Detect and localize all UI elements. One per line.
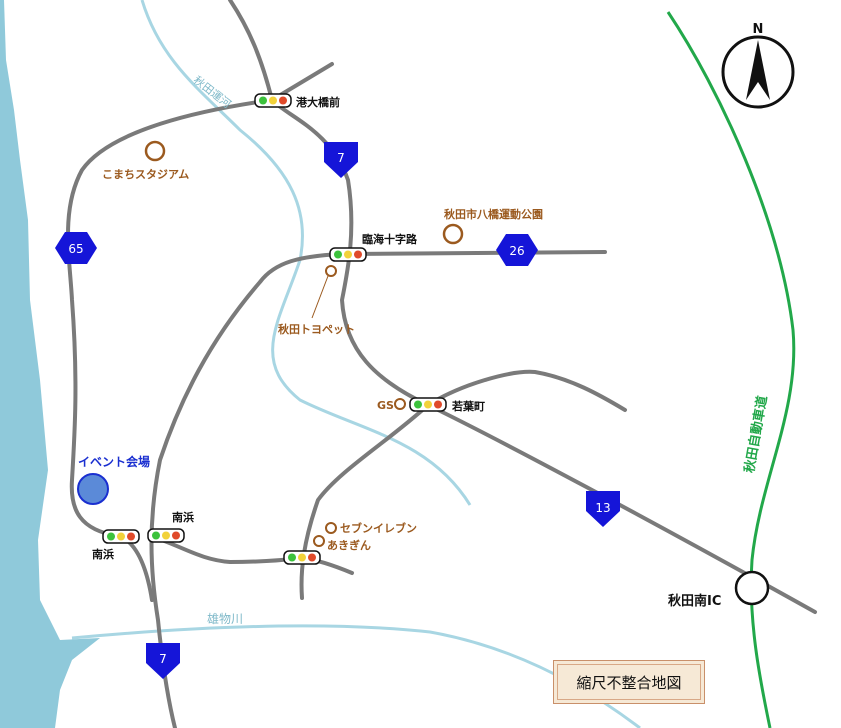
compass-rose: N [721,22,795,109]
toyopet-marker [325,265,337,277]
intersection-label-minamihama-west: 南浜 [92,547,114,561]
svg-text:65: 65 [68,242,83,256]
traffic-signal-icon [254,93,292,108]
svg-text:7: 7 [159,652,167,666]
park-label: 秋田市八橋運動公園 [444,207,543,221]
minamihama-link-road [148,534,354,575]
north-arrow-icon [746,40,770,100]
toyopet-leader-line [311,275,329,319]
traffic-signal-icon [329,247,367,262]
interchange-label: 秋田南IC [668,593,721,609]
intersection-label-wakaba: 若葉町 [452,399,485,413]
route-26-road [346,250,607,256]
traffic-signal-icon [283,550,321,565]
gs-label: GS [377,399,394,412]
route-shield-7-south: 7 [146,643,180,679]
route-shield-65: 65 [55,232,97,264]
venue-label: イベント会場 [78,454,150,469]
park-marker [442,223,464,245]
traffic-signal-icon [147,528,185,543]
wakaba-southwest-road [299,403,430,600]
akigin-marker [313,535,325,547]
route-shield-13: 13 [586,491,620,527]
traffic-signal-icon [409,397,447,412]
map-note-label: 縮尺不整合地図 [576,673,682,692]
svg-text:7: 7 [337,151,345,165]
sea-area [0,0,100,728]
traffic-signal-icon [102,529,140,544]
route-shield-26: 26 [496,234,538,266]
stadium-label: こまちスタジアム [102,168,189,181]
road-network [66,0,817,728]
intersection-label-minato: 港大橋前 [296,95,340,109]
venue-marker[interactable] [77,473,109,505]
compass-label: N [753,22,764,37]
expressway-line [666,11,796,728]
route-13-road [118,534,154,602]
seven-eleven-marker [325,522,337,534]
wakaba-east-road [426,369,627,412]
seven-eleven-label: セブンイレブン [340,521,417,535]
stadium-marker [144,140,166,162]
gs-marker [394,398,406,410]
svg-text:26: 26 [509,244,524,258]
route-7-road [228,0,817,614]
map-note-box: 縮尺不整合地図 [553,660,705,704]
akigin-label: あきぎん [327,538,371,552]
intersection-label-minamihama-east: 南浜 [172,510,194,524]
svg-text:13: 13 [595,501,610,515]
intersection-label-rinkai: 臨海十字路 [362,232,418,246]
route-65-road [66,98,274,538]
expressway-label: 秋田自動車道 [741,395,770,475]
toyopet-label: 秋田トヨペット [278,322,355,336]
river-label: 雄物川 [207,611,243,626]
interchange-marker [734,570,770,606]
route-shield-7-north: 7 [324,142,358,178]
